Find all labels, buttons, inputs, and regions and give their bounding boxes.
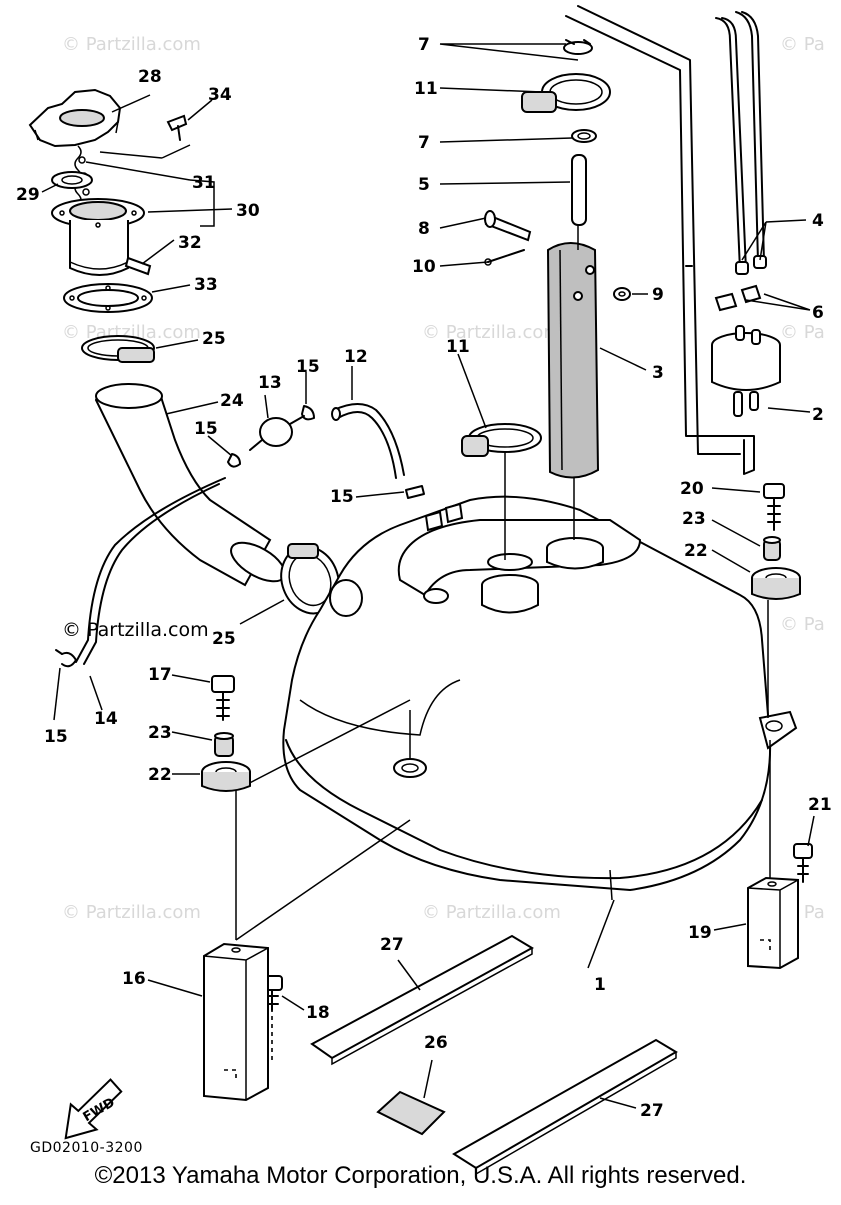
tube-12	[331, 403, 405, 479]
watermark: © Partzilla.com	[62, 902, 201, 923]
breather-tube-14	[75, 477, 226, 665]
watermark: © Partzilla.com	[62, 34, 201, 55]
callout-24: 24	[220, 391, 244, 411]
check-valve-13	[249, 415, 305, 451]
callout-3: 3	[652, 363, 664, 383]
clip-15	[55, 649, 77, 668]
copyright-notice: ©2013 Yamaha Motor Corporation, U.S.A. A…	[94, 1162, 747, 1189]
pad-27-lower	[452, 1038, 678, 1176]
clip-15d	[405, 485, 425, 499]
callout-2: 2	[812, 405, 824, 425]
grommet-22-right	[751, 567, 801, 600]
callout-1: 1	[594, 975, 606, 995]
leader-lines	[41, 43, 815, 1109]
callout-23b: 23	[682, 509, 706, 529]
fuel-cap-28	[28, 88, 122, 148]
callout-4: 4	[812, 211, 824, 231]
hose-clamp-11-mid	[461, 423, 542, 457]
pin-5	[571, 154, 587, 226]
filler-hose-24	[94, 383, 286, 587]
callout-14: 14	[94, 709, 118, 729]
watermark: © Partzilla.com	[422, 902, 561, 923]
clip-15c	[301, 405, 315, 421]
watermark-dark: © Partzilla.com	[62, 619, 209, 641]
callout-16: 16	[122, 969, 146, 989]
bracket-16	[203, 942, 269, 1102]
pad-27-upper	[310, 934, 535, 1066]
callout-12: 12	[344, 347, 368, 367]
grommet-22-left	[201, 761, 251, 792]
guide-lines	[235, 5, 771, 1060]
callout-25a: 25	[202, 329, 226, 349]
fuel-tank-1	[282, 495, 798, 901]
callout-8: 8	[418, 219, 430, 239]
clip-7-top	[563, 39, 593, 55]
callout-20: 20	[680, 479, 704, 499]
clip-7-mid	[571, 129, 597, 143]
callout-22a: 22	[148, 765, 172, 785]
callout-labels: 28 34 31 29 30 32 33 25 24 13 15 12 15 1…	[16, 35, 832, 1121]
bolt-21	[793, 843, 813, 883]
callout-17: 17	[148, 665, 172, 685]
watermark: © Pa	[780, 34, 825, 55]
collar-23-left	[214, 732, 234, 757]
pad-26	[376, 1090, 446, 1136]
callout-13: 13	[258, 373, 282, 393]
washer-9	[613, 287, 631, 301]
screw-34	[166, 114, 188, 141]
cotter-pin-10	[484, 249, 525, 266]
bolt-20	[763, 483, 785, 531]
callout-23a: 23	[148, 723, 172, 743]
callout-32: 32	[178, 233, 202, 253]
gasket-29	[51, 171, 93, 189]
clip-15b	[227, 453, 241, 468]
clips-6	[714, 284, 762, 312]
bolt-17	[211, 675, 235, 721]
hose-clamp-11-top	[521, 73, 611, 113]
fuel-filter-2	[711, 325, 781, 417]
gasket-33	[63, 283, 153, 313]
callout-15b: 15	[194, 419, 218, 439]
watermark: © Partzilla.com	[422, 322, 561, 343]
callout-9: 9	[652, 285, 664, 305]
callout-15d: 15	[44, 727, 68, 747]
collar-23-right	[763, 536, 781, 561]
callout-26: 26	[424, 1033, 448, 1053]
callout-15c: 15	[330, 487, 354, 507]
callout-28: 28	[138, 67, 162, 87]
callout-7b: 7	[418, 133, 430, 153]
callout-27b: 27	[640, 1101, 664, 1121]
callout-25b: 25	[212, 629, 236, 649]
callout-5: 5	[418, 175, 430, 195]
callout-27a: 27	[380, 935, 404, 955]
callout-11b: 11	[446, 337, 470, 357]
bracket-19	[747, 876, 799, 970]
callout-22b: 22	[684, 541, 708, 561]
watermark: © Pa	[780, 322, 825, 343]
callout-30: 30	[236, 201, 260, 221]
callout-11a: 11	[414, 79, 438, 99]
callout-29: 29	[16, 185, 40, 205]
fuel-lines-4	[715, 11, 767, 275]
callout-6: 6	[812, 303, 824, 323]
sender-tube-3	[546, 242, 600, 479]
callout-18: 18	[306, 1003, 330, 1023]
callout-21: 21	[808, 795, 832, 815]
callout-7a: 7	[418, 35, 430, 55]
watermark: © Pa	[780, 614, 825, 635]
drawing-code: GD02010-3200	[30, 1140, 143, 1156]
callout-19: 19	[688, 923, 712, 943]
hose-clamp-25-top	[81, 335, 155, 363]
callout-15a: 15	[296, 357, 320, 377]
filler-neck-30	[51, 198, 145, 276]
callout-33: 33	[194, 275, 218, 295]
watermarks: © Partzilla.com © Pa © Partzilla.com © P…	[62, 34, 825, 923]
callout-10: 10	[412, 257, 436, 277]
callout-34: 34	[208, 85, 232, 105]
callout-31: 31	[192, 173, 216, 193]
bolt-8	[484, 210, 532, 242]
fwd-arrow-icon: FWD	[64, 1078, 123, 1140]
